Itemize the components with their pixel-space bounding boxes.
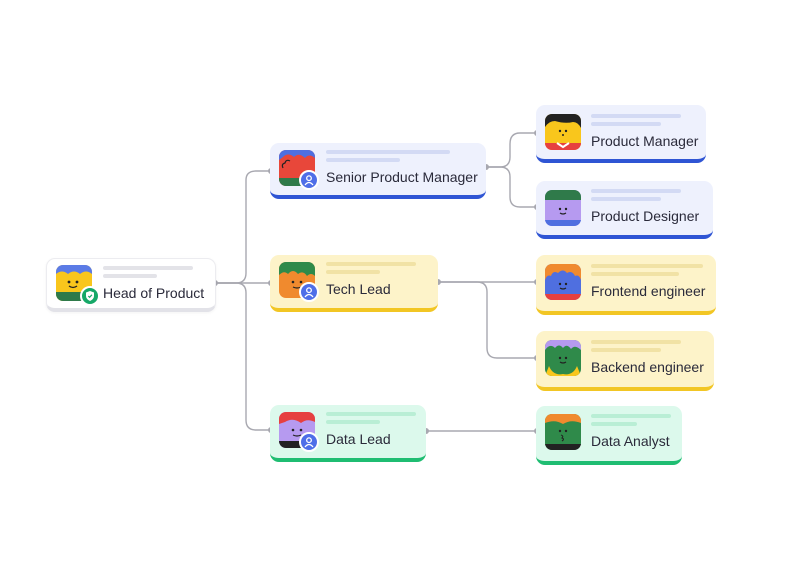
placeholder-line: [326, 412, 416, 416]
node-label: Product Manager: [591, 133, 699, 149]
placeholder-line: [591, 264, 703, 268]
placeholder-line: [591, 340, 681, 344]
edge-head-to-data-lead: [215, 282, 271, 431]
node-data-analyst[interactable]: Data Analyst: [536, 406, 682, 465]
placeholder-line: [326, 420, 380, 424]
edge-senior-pm-to-product-manager: [486, 132, 537, 168]
placeholder-line: [591, 114, 681, 118]
green-orangehair-avatar: [545, 414, 581, 450]
green-purplehair-avatar: [545, 340, 581, 376]
blue-orangehair-avatar: [545, 264, 581, 300]
edge-senior-pm-to-product-designer: [486, 166, 537, 208]
node-head-of-product[interactable]: Head of Product: [46, 258, 216, 312]
yellow-blackhair-avatar: [545, 114, 581, 150]
edge-head-to-senior-pm: [215, 170, 271, 284]
node-data-lead[interactable]: Data Lead: [270, 405, 426, 462]
node-label: Product Designer: [591, 208, 700, 224]
node-label: Backend engineer: [591, 359, 704, 375]
node-tech-lead[interactable]: Tech Lead: [270, 255, 438, 312]
node-label: Data Lead: [326, 431, 391, 447]
node-label: Head of Product: [103, 285, 205, 301]
placeholder-line: [591, 197, 661, 201]
placeholder-line: [326, 150, 450, 154]
user-icon: [299, 432, 319, 452]
node-backend-engineer[interactable]: Backend engineer: [536, 331, 714, 391]
node-label: Tech Lead: [326, 281, 391, 297]
node-label: Frontend engineer: [591, 283, 706, 299]
placeholder-line: [591, 422, 637, 426]
placeholder-line: [591, 348, 661, 352]
placeholder-line: [591, 414, 671, 418]
node-frontend-engineer[interactable]: Frontend engineer: [536, 255, 716, 315]
node-product-designer[interactable]: Product Designer: [536, 181, 713, 239]
placeholder-line: [103, 266, 193, 270]
placeholder-line: [591, 272, 679, 276]
placeholder-line: [591, 189, 681, 193]
edge-tech-lead-to-backend: [438, 281, 537, 359]
placeholder-line: [326, 158, 400, 162]
placeholder-line: [326, 270, 380, 274]
node-senior-product-manager[interactable]: Senior Product Manager: [270, 143, 486, 199]
shield-icon: [80, 286, 100, 306]
purple-greenhat-avatar: [545, 190, 581, 226]
user-icon: [299, 282, 319, 302]
placeholder-line: [591, 122, 661, 126]
user-icon: [299, 170, 319, 190]
placeholder-line: [326, 262, 416, 266]
node-label: Data Analyst: [591, 433, 670, 449]
node-label: Senior Product Manager: [326, 169, 478, 185]
placeholder-line: [103, 274, 157, 278]
node-product-manager[interactable]: Product Manager: [536, 105, 706, 163]
